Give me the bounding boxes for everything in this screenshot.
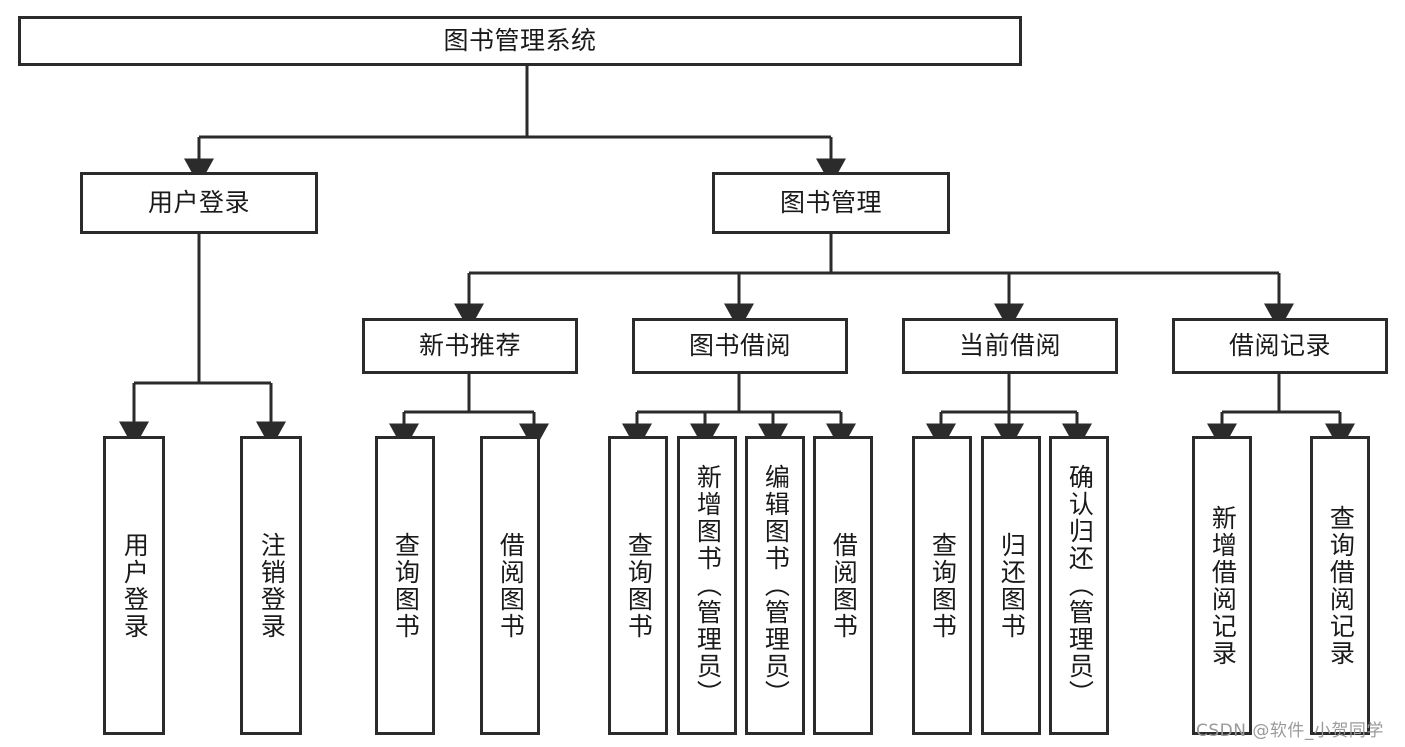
node-label: 确认归还（管理员） (1065, 464, 1095, 707)
node-user-login[interactable]: 用户登录 (80, 172, 318, 234)
node-label: 图书管理 (779, 188, 882, 217)
leaf-borrow-record-add-record[interactable]: 新增借阅记录 (1192, 436, 1252, 735)
node-label: 查询图书 (928, 531, 958, 640)
leaf-new-book-borrow-book[interactable]: 借阅图书 (480, 436, 540, 735)
node-label: 用户登录 (147, 188, 250, 217)
leaf-user-login-logout[interactable]: 注销登录 (240, 436, 302, 735)
node-label: 注销登录 (257, 531, 287, 640)
node-new-book-recommend[interactable]: 新书推荐 (362, 318, 578, 374)
leaf-book-borrow-borrow-book[interactable]: 借阅图书 (813, 436, 873, 735)
node-label: 查询图书 (624, 531, 654, 640)
node-label: 借阅记录 (1228, 331, 1331, 360)
leaf-current-borrow-query-book[interactable]: 查询图书 (912, 436, 972, 735)
node-label: 借阅图书 (496, 531, 526, 640)
csdn-watermark: CSDN @软件_小贺同学 (1196, 721, 1384, 741)
node-label: 查询图书 (391, 531, 421, 640)
node-label: 归还图书 (997, 531, 1027, 640)
leaf-borrow-record-query-record[interactable]: 查询借阅记录 (1310, 436, 1370, 735)
node-label: 查询借阅记录 (1326, 504, 1356, 667)
leaf-current-borrow-confirm-return-admin[interactable]: 确认归还（管理员） (1049, 436, 1109, 735)
node-label: 用户登录 (120, 531, 150, 640)
leaf-new-book-query-book[interactable]: 查询图书 (375, 436, 435, 735)
node-label: 新增图书（管理员） (693, 464, 723, 707)
node-label: 当前借阅 (958, 331, 1061, 360)
node-label: 图书借阅 (688, 331, 791, 360)
node-borrow-record[interactable]: 借阅记录 (1172, 318, 1388, 374)
leaf-book-borrow-add-book-admin[interactable]: 新增图书（管理员） (677, 436, 737, 735)
leaf-current-borrow-return-book[interactable]: 归还图书 (981, 436, 1041, 735)
node-book-borrow[interactable]: 图书借阅 (632, 318, 848, 374)
node-label: 新书推荐 (418, 331, 521, 360)
node-root-book-management-system[interactable]: 图书管理系统 (18, 16, 1022, 66)
node-label: 编辑图书（管理员） (761, 464, 791, 707)
node-current-borrow[interactable]: 当前借阅 (902, 318, 1118, 374)
leaf-book-borrow-query-book[interactable]: 查询图书 (608, 436, 668, 735)
node-book-management[interactable]: 图书管理 (712, 172, 950, 234)
leaf-user-login-login[interactable]: 用户登录 (103, 436, 165, 735)
leaf-book-borrow-edit-book-admin[interactable]: 编辑图书（管理员） (745, 436, 805, 735)
node-label: 新增借阅记录 (1208, 504, 1238, 667)
node-label: 借阅图书 (829, 531, 859, 640)
node-label: 图书管理系统 (443, 26, 597, 55)
